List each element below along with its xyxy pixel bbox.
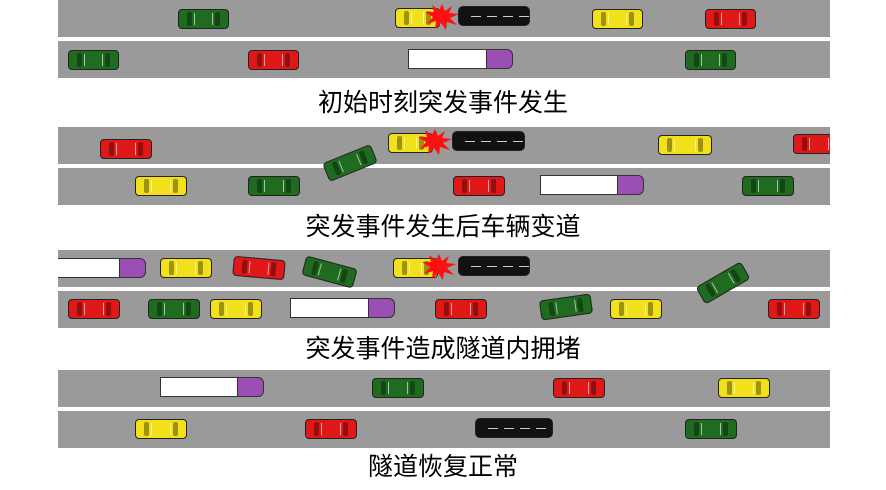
tunnel-road-4 xyxy=(58,370,830,448)
red-car xyxy=(705,9,756,29)
red-car xyxy=(68,299,120,319)
green-car xyxy=(68,50,119,70)
red-car xyxy=(793,134,830,154)
yellow-car xyxy=(658,135,712,155)
yellow-car xyxy=(610,299,662,319)
crash-burst-icon xyxy=(422,254,456,280)
tunnel-road-2 xyxy=(58,127,830,205)
tunnel-road-1 xyxy=(58,0,830,78)
black-bus xyxy=(458,6,530,26)
stage-caption: 突发事件发生后车辆变道 xyxy=(305,212,581,241)
tunnel-road-3 xyxy=(58,250,830,328)
yellow-car xyxy=(135,176,187,196)
yellow-car xyxy=(718,378,770,398)
stage-caption: 突发事件造成隧道内拥堵 xyxy=(305,334,581,363)
white-truck xyxy=(290,298,395,318)
green-car xyxy=(742,176,794,196)
yellow-car xyxy=(160,258,212,278)
truck-cab xyxy=(617,175,644,195)
green-car xyxy=(322,143,378,183)
stage-caption: 初始时刻突发事件发生 xyxy=(317,88,568,117)
lane-divider xyxy=(58,287,830,291)
white-truck xyxy=(408,49,513,69)
green-car xyxy=(685,419,737,439)
red-car xyxy=(435,299,487,319)
green-car xyxy=(538,293,594,321)
yellow-car xyxy=(135,419,187,439)
green-car xyxy=(178,9,229,29)
truck-cab xyxy=(486,49,513,69)
truck-cab xyxy=(368,298,395,318)
green-car xyxy=(148,299,200,319)
green-car xyxy=(685,50,736,70)
white-truck xyxy=(160,377,264,397)
truck-trailer xyxy=(408,49,487,69)
lane-divider xyxy=(58,407,830,411)
yellow-car xyxy=(592,9,643,29)
green-car xyxy=(248,176,300,196)
lane-divider xyxy=(58,37,830,41)
black-bus xyxy=(458,256,530,276)
red-car xyxy=(553,378,605,398)
truck-trailer xyxy=(160,377,238,397)
green-car xyxy=(372,378,424,398)
truck-cab xyxy=(237,377,264,397)
red-car xyxy=(248,50,299,70)
white-truck xyxy=(540,175,644,195)
crash-burst-icon xyxy=(418,129,452,155)
green-car xyxy=(695,261,751,305)
truck-cab xyxy=(119,258,146,278)
red-car xyxy=(453,176,505,196)
green-car xyxy=(301,255,358,289)
red-car xyxy=(305,419,357,439)
stage-caption: 隧道恢复正常 xyxy=(367,452,518,481)
white-truck xyxy=(58,258,146,278)
crash-burst-icon xyxy=(425,4,459,30)
red-car xyxy=(768,299,820,319)
truck-trailer xyxy=(290,298,369,318)
yellow-car xyxy=(210,299,262,319)
truck-trailer xyxy=(540,175,618,195)
red-car xyxy=(100,139,152,159)
truck-trailer xyxy=(58,258,120,278)
red-car xyxy=(232,255,286,281)
lane-divider xyxy=(58,164,830,168)
black-bus xyxy=(475,418,553,438)
black-bus xyxy=(452,131,525,151)
